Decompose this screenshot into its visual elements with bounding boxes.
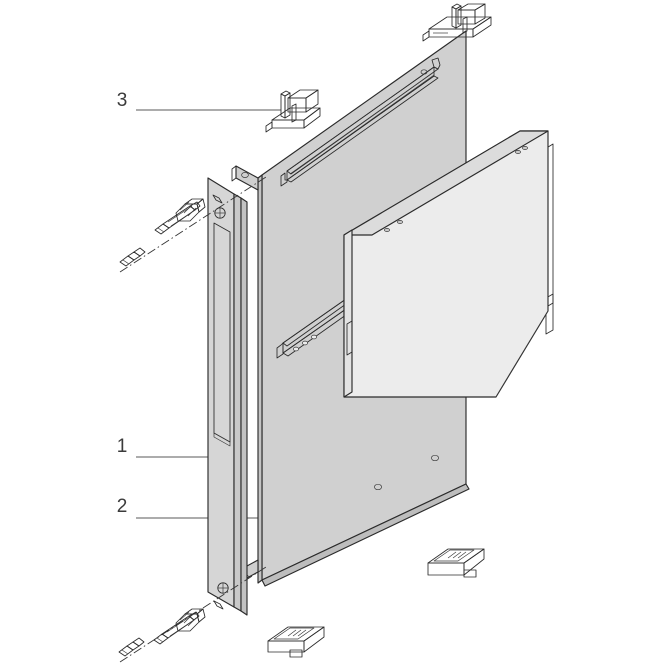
- panel-screw-small-bottom: [118, 637, 145, 657]
- coding-clip-base-side: [303, 107, 321, 129]
- knurled-collar-nut-bottom: [175, 608, 206, 632]
- top-connector-rail: [280, 57, 441, 187]
- front-panel: [207, 177, 248, 616]
- callout-label-1: 1: [117, 436, 128, 457]
- upper-clip-pin-side: [455, 5, 462, 29]
- lower-guide-rail-clip: [427, 548, 485, 578]
- bottom-clip-side-face: [303, 626, 325, 653]
- upper-clip-nose: [422, 30, 430, 42]
- bottom-guide-rail-clip: [267, 626, 325, 658]
- front-panel-flange: [233, 193, 242, 612]
- front-panel-window-lip: [213, 432, 231, 447]
- fastener-set-top: [119, 198, 206, 267]
- callout-labels: 3 1 2: [117, 90, 128, 517]
- top-rail-left-hook: [280, 172, 288, 187]
- upper-ear-side: [231, 165, 237, 182]
- front-panel-hole-top: [214, 207, 226, 219]
- cover-plate-top-face: [343, 130, 549, 236]
- cover-plate-left-face: [343, 229, 353, 398]
- bottom-clip-tab: [289, 649, 303, 658]
- upper-clip-block-side: [474, 3, 486, 25]
- lower-clip-tab: [463, 569, 477, 578]
- top-rail-lower-face: [286, 75, 439, 183]
- main-board-upper-ear: [231, 165, 259, 191]
- upper-ear-face: [235, 165, 259, 191]
- coding-clip-pin-tall-side: [284, 92, 291, 119]
- coding-clip-pin-tall: [280, 93, 286, 119]
- top-assembly-axis: [119, 176, 267, 273]
- top-rail-groove-1: [289, 71, 435, 175]
- cover-flange-lower: [545, 293, 554, 335]
- coding-clip-block-front: [287, 97, 307, 113]
- cover-vent-slot: [346, 320, 353, 356]
- front-panel-hole-bottom: [217, 582, 229, 594]
- main-board-bottom-edge: [261, 483, 470, 587]
- mid-rail-contacts: [293, 334, 317, 352]
- mid-rail-left-hook: [276, 342, 284, 359]
- cover-top-holes: [384, 146, 528, 232]
- lower-clip-groove: [433, 549, 475, 562]
- coding-clip-nose: [265, 121, 273, 133]
- board-hole-right: [431, 454, 439, 462]
- main-board-left-edge: [257, 174, 263, 584]
- upper-clip-block-top: [457, 3, 486, 11]
- upper-guide-clip: [422, 3, 492, 42]
- fastener-set-bottom: [118, 608, 206, 657]
- bottom-clip-teeth: [287, 629, 307, 637]
- top-rail-hole: [420, 69, 428, 75]
- coding-clip-block-side: [305, 89, 319, 113]
- upper-clip-pin: [451, 6, 457, 29]
- front-panel-flange-edge: [240, 197, 248, 616]
- board-hole-left: [374, 483, 382, 491]
- callout-label-2: 2: [117, 496, 128, 517]
- front-panel-slot-top: [212, 194, 223, 204]
- panel-screw-long-bottom: [153, 611, 200, 645]
- upper-clip-pin-short: [462, 16, 468, 34]
- coding-clip-base-front: [271, 119, 305, 129]
- lower-clip-teeth: [447, 551, 467, 559]
- coding-clip-pin-short: [291, 103, 297, 123]
- bottom-assembly-axis: [119, 566, 267, 663]
- callout-label-3: 3: [117, 90, 128, 111]
- coding-key-clip: [265, 89, 321, 133]
- coding-clip-block-top: [287, 89, 319, 99]
- assembly-axis-lines: [119, 176, 267, 663]
- front-panel-slot-bottom: [213, 600, 224, 610]
- knurled-collar-nut-top: [175, 198, 206, 222]
- bottom-clip-groove: [273, 627, 315, 640]
- lower-clip-side-face: [463, 548, 485, 576]
- lower-clip-front-face: [427, 562, 465, 576]
- cover-chamfer-edge: [495, 310, 549, 398]
- upper-clip-base-side: [472, 16, 492, 38]
- shield-cover-plate: [343, 130, 554, 398]
- top-rail-right-hook: [431, 57, 441, 70]
- upper-ear-hole: [241, 172, 249, 178]
- panel-screw-small-top: [119, 247, 146, 267]
